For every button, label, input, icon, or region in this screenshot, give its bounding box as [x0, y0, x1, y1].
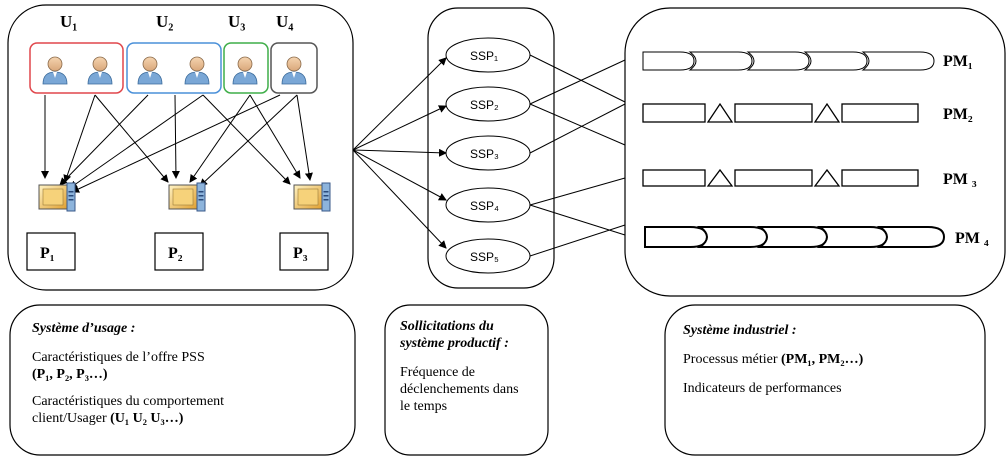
user-3-icon [232, 56, 258, 85]
industrial-line-1: Processus métier (PM₁, PM₂…) [683, 351, 978, 368]
usage-line-2b: client/Usager (U₁ U₂ U₃…) [32, 410, 342, 427]
process-label-1: PM₁ [943, 53, 973, 70]
product-2-server-icon [168, 182, 206, 212]
user-group-1-box [29, 42, 124, 94]
ssp-label-2: SSP₂ [470, 98, 499, 112]
usage-line-2b-bold: (U₁ U₂ U₃…) [110, 411, 184, 426]
process-label-2: PM₂ [943, 106, 973, 123]
solicitations-description: Sollicitations du système productif : Fr… [400, 318, 545, 415]
user-4-icon [281, 56, 307, 85]
user-product-arrows [41, 94, 313, 193]
industrial-description: Système industriel : Processus métier (P… [683, 322, 978, 397]
solicitations-line-2: déclenchements dans [400, 382, 519, 397]
process-4-steps [644, 226, 946, 248]
industrial-description-panel [664, 304, 986, 456]
usage-line-1b: (P₁, P₂, P₃…) [32, 367, 108, 382]
process-1-steps [642, 51, 935, 71]
ssp-panel [427, 7, 555, 289]
ssp-label-5: SSP₅ [470, 250, 499, 264]
usage-description-panel [9, 304, 356, 456]
product-label-2: P₂ [168, 245, 183, 262]
ssp-to-process-links [529, 54, 626, 257]
solicitations-description-panel [384, 304, 549, 456]
usage-description: Système d’usage : Caractéristiques de l’… [32, 320, 342, 427]
solicitations-line-1: Fréquence de [400, 365, 476, 380]
industrial-line-2: Indicateurs de performances [683, 381, 842, 396]
usage-line-2b-prefix: client/Usager [32, 411, 111, 426]
product-3-box [279, 232, 329, 271]
product-label-3: P₃ [293, 245, 308, 262]
user-2b-icon [184, 56, 210, 85]
industrial-title: Système industriel : [683, 323, 797, 338]
process-3-steps [642, 168, 919, 187]
product-1-box [26, 232, 76, 271]
user-label-1: U₁ [60, 12, 77, 31]
user-group-4-box [270, 42, 318, 94]
user-2a-icon [137, 56, 163, 85]
usage-line-2: Caractéristiques du comportement [32, 394, 225, 409]
user-group-3-box [223, 42, 269, 94]
user-group-2-box [126, 42, 222, 94]
solicitations-line-3: le temps [400, 399, 448, 414]
industrial-line-1-prefix: Processus métier [683, 352, 781, 367]
industrial-system-panel [624, 7, 1006, 297]
product-3-server-icon [293, 182, 331, 212]
user-1a-icon [42, 56, 68, 85]
process-label-3: PM ₃ [943, 171, 977, 188]
solicitations-title-2: système productif : [400, 336, 509, 351]
product-2-box [154, 232, 204, 271]
product-label-1: P₁ [40, 245, 55, 262]
process-2-steps [642, 102, 919, 123]
process-label-4: PM ₄ [955, 230, 989, 247]
ssp-label-1: SSP₁ [470, 49, 498, 63]
usage-system-panel [7, 4, 354, 291]
ssp-label-4: SSP₄ [470, 199, 499, 213]
product-1-server-icon [38, 182, 76, 212]
ssp-label-3: SSP₃ [470, 147, 499, 161]
user-1b-icon [87, 56, 113, 85]
user-label-4: U₄ [276, 12, 293, 31]
solicitations-title-1: Sollicitations du [400, 319, 494, 334]
industrial-line-1-bold: (PM₁, PM₂…) [780, 352, 864, 367]
user-label-3: U₃ [228, 12, 245, 31]
user-label-2: U₂ [156, 12, 173, 31]
usage-to-ssp-arrows [352, 57, 447, 249]
usage-title: Système d’usage : [32, 321, 136, 336]
usage-line-1: Caractéristiques de l’offre PSS [32, 350, 205, 365]
